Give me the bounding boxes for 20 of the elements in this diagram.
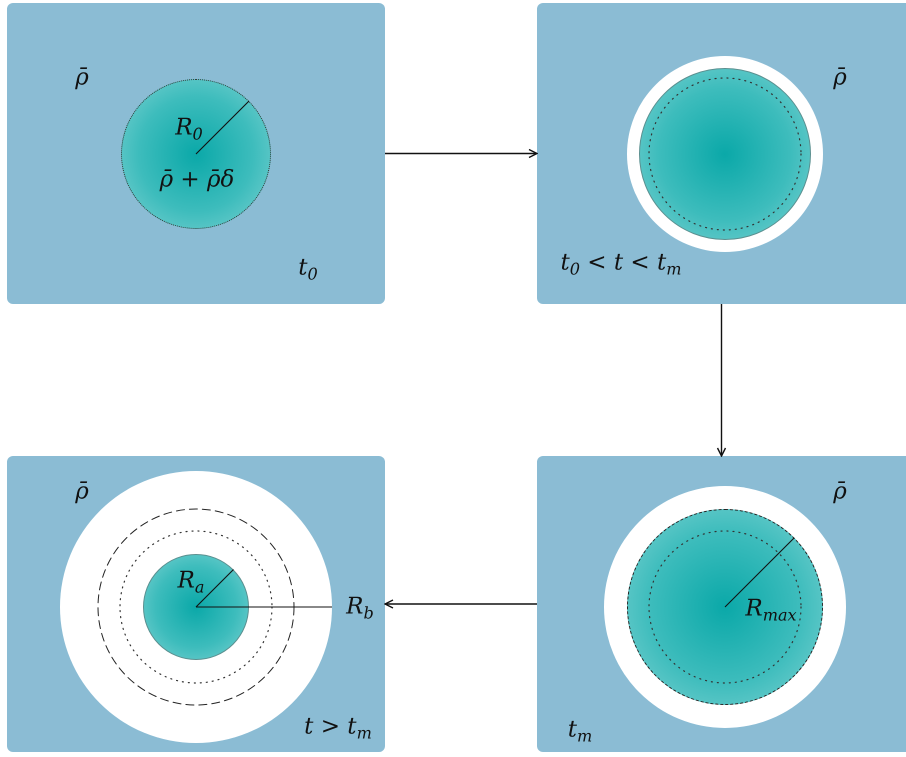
time-label: t > t$_{m}$ (304, 716, 372, 738)
radius-label: R$_{0}$ (175, 116, 203, 140)
radius-label: R$_{a}$ (178, 570, 204, 592)
arrow (385, 148, 538, 158)
state-panel (537, 456, 906, 752)
state-panel (537, 3, 906, 304)
state-panel (7, 456, 385, 752)
density-label: ρ̄ (833, 480, 847, 504)
arrow (716, 304, 726, 457)
density-label: ρ̄ + ρ̄δ (160, 168, 234, 192)
time-label: t$_{0}$ < t < t$_{m}$ (560, 252, 682, 274)
radius-label: R$_{b}$ (346, 596, 374, 618)
density-label: ρ̄ (833, 66, 847, 90)
state-panel (7, 3, 385, 304)
arrow (384, 599, 537, 609)
time-label: t$_{m}$ (568, 718, 592, 742)
density-label: ρ̄ (75, 480, 89, 504)
time-label: t$_{0}$ (298, 256, 318, 280)
radius-label: R$_{max}$ (745, 598, 797, 620)
density-label: ρ̄ (75, 66, 89, 90)
